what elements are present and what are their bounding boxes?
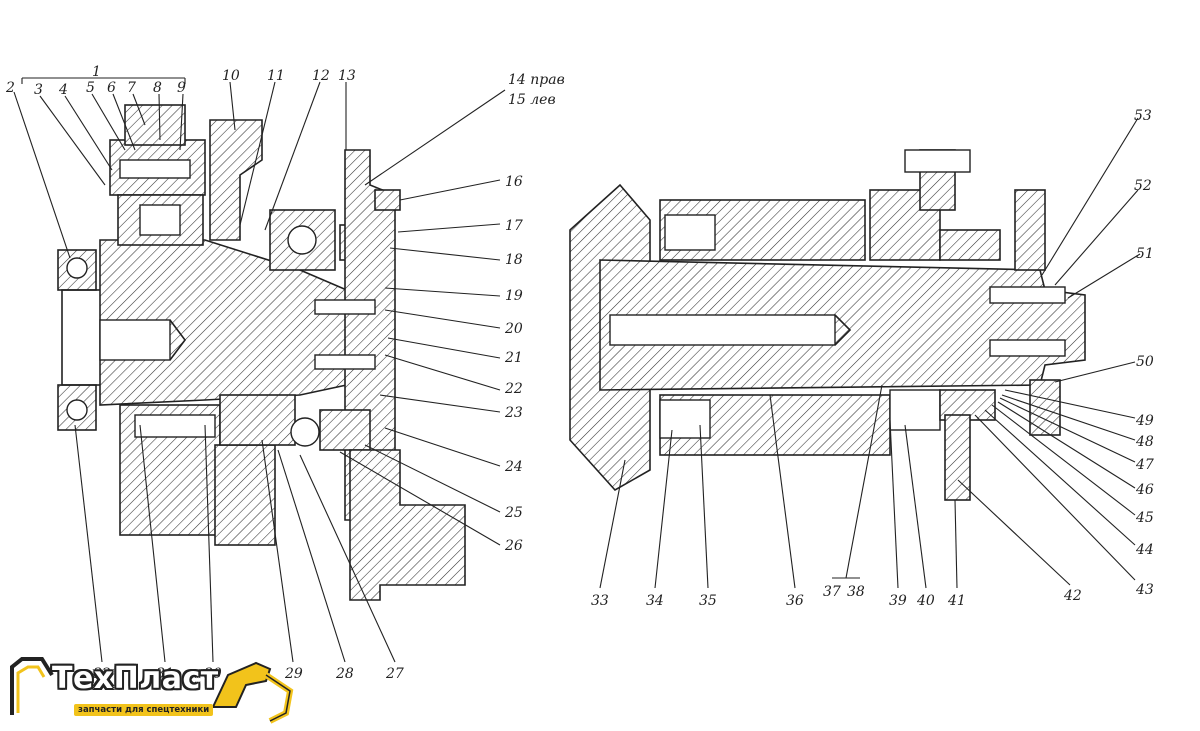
label-9: 9 bbox=[177, 80, 186, 96]
label-27: 27 bbox=[385, 666, 404, 682]
seal-upper-right bbox=[939, 229, 1001, 261]
pin-lower bbox=[134, 414, 216, 438]
label-7: 7 bbox=[127, 80, 136, 96]
label-21: 21 bbox=[504, 350, 523, 366]
bore-tip bbox=[169, 319, 186, 361]
label-29: 29 bbox=[284, 666, 303, 682]
roller-bearing-lower-right bbox=[889, 389, 941, 431]
label-15: 15 лев bbox=[508, 92, 556, 108]
hub-flange-lower bbox=[944, 414, 971, 501]
label-35: 35 bbox=[699, 593, 717, 609]
label-39: 39 bbox=[889, 593, 907, 609]
label-33: 33 bbox=[591, 593, 609, 609]
label-17: 17 bbox=[505, 218, 523, 234]
label-47: 47 bbox=[1135, 457, 1154, 473]
ball-bottom bbox=[66, 399, 88, 421]
label-6: 6 bbox=[107, 80, 116, 96]
nut-top bbox=[904, 149, 971, 173]
seal-lower bbox=[319, 409, 371, 451]
label-24: 24 bbox=[504, 459, 523, 475]
axle-bore bbox=[609, 314, 836, 346]
label-53: 53 bbox=[1134, 108, 1152, 124]
label-49: 49 bbox=[1135, 413, 1154, 429]
label-52: 52 bbox=[1134, 178, 1152, 194]
logo-title: ТехПласт bbox=[52, 661, 219, 696]
brake-flange-lower bbox=[1029, 379, 1061, 436]
axle-shaft bbox=[599, 259, 1086, 391]
label-45: 45 bbox=[1135, 510, 1154, 526]
label-51: 51 bbox=[1136, 246, 1154, 262]
bolt-upper bbox=[314, 299, 376, 315]
label-40: 40 bbox=[916, 593, 935, 609]
hub-bore bbox=[61, 289, 103, 386]
part-labels: 1 2 3 4 5 6 7 8 9 10 11 12 13 14 прав 15… bbox=[5, 64, 1154, 682]
roller-bearing-lower-left bbox=[659, 399, 711, 439]
label-28: 28 bbox=[335, 666, 354, 682]
label-25: 25 bbox=[504, 505, 523, 521]
label-19: 19 bbox=[505, 288, 523, 304]
flange-lip bbox=[374, 189, 401, 211]
gear-cap bbox=[124, 104, 186, 146]
label-14: 14 прав bbox=[508, 72, 565, 88]
label-34: 34 bbox=[646, 593, 664, 609]
label-8: 8 bbox=[153, 80, 162, 96]
axle-bore-tip bbox=[834, 314, 852, 346]
output-flange bbox=[349, 449, 466, 601]
label-46: 46 bbox=[1135, 482, 1154, 498]
gear-lower bbox=[214, 444, 276, 546]
brand-logo: ТехПласт запчасти для спецтехники bbox=[8, 655, 308, 727]
leader-lines bbox=[13, 77, 1141, 663]
label-41: 41 bbox=[947, 593, 966, 609]
label-5: 5 bbox=[86, 80, 95, 96]
label-26: 26 bbox=[504, 538, 523, 554]
label-38: 38 bbox=[847, 584, 865, 600]
ball-bearing-upper bbox=[287, 225, 317, 255]
shaft-bore bbox=[99, 319, 171, 361]
label-1: 1 bbox=[92, 64, 101, 80]
bolt-lower bbox=[314, 354, 376, 370]
label-32: 32 bbox=[93, 666, 111, 682]
label-43: 43 bbox=[1135, 582, 1154, 598]
ball-top bbox=[66, 257, 88, 279]
excavator-icon bbox=[10, 657, 294, 724]
label-31: 31 bbox=[156, 666, 174, 682]
needle-bearing bbox=[139, 204, 181, 236]
stud-lower bbox=[989, 339, 1066, 357]
bearing-housing-lower bbox=[219, 394, 296, 446]
label-42: 42 bbox=[1063, 588, 1082, 604]
roller-bearing-upper-left bbox=[664, 214, 716, 251]
brake-flange-upper bbox=[1014, 189, 1046, 271]
label-30: 30 bbox=[204, 666, 222, 682]
label-18: 18 bbox=[505, 252, 523, 268]
stud-upper bbox=[989, 286, 1066, 304]
label-22: 22 bbox=[504, 381, 523, 397]
label-20: 20 bbox=[504, 321, 523, 337]
label-10: 10 bbox=[222, 68, 240, 84]
label-4: 4 bbox=[58, 82, 68, 98]
label-13: 13 bbox=[338, 68, 356, 84]
label-37: 37 bbox=[823, 584, 841, 600]
label-44: 44 bbox=[1135, 542, 1154, 558]
label-16: 16 bbox=[505, 174, 523, 190]
left-assembly bbox=[57, 104, 466, 601]
pin-upper bbox=[119, 159, 191, 179]
logo-subtitle: запчасти для спецтехники bbox=[74, 704, 214, 716]
label-11: 11 bbox=[267, 68, 285, 84]
label-50: 50 bbox=[1136, 354, 1154, 370]
label-2: 2 bbox=[5, 80, 15, 96]
right-assembly bbox=[569, 149, 1086, 501]
label-36: 36 bbox=[786, 593, 804, 609]
ball-bearing-lower bbox=[290, 417, 320, 447]
label-12: 12 bbox=[312, 68, 330, 84]
label-23: 23 bbox=[504, 405, 523, 421]
bearing-housing-upper bbox=[269, 209, 336, 271]
label-48: 48 bbox=[1135, 434, 1154, 450]
housing-10 bbox=[209, 119, 263, 241]
label-3: 3 bbox=[34, 82, 43, 98]
